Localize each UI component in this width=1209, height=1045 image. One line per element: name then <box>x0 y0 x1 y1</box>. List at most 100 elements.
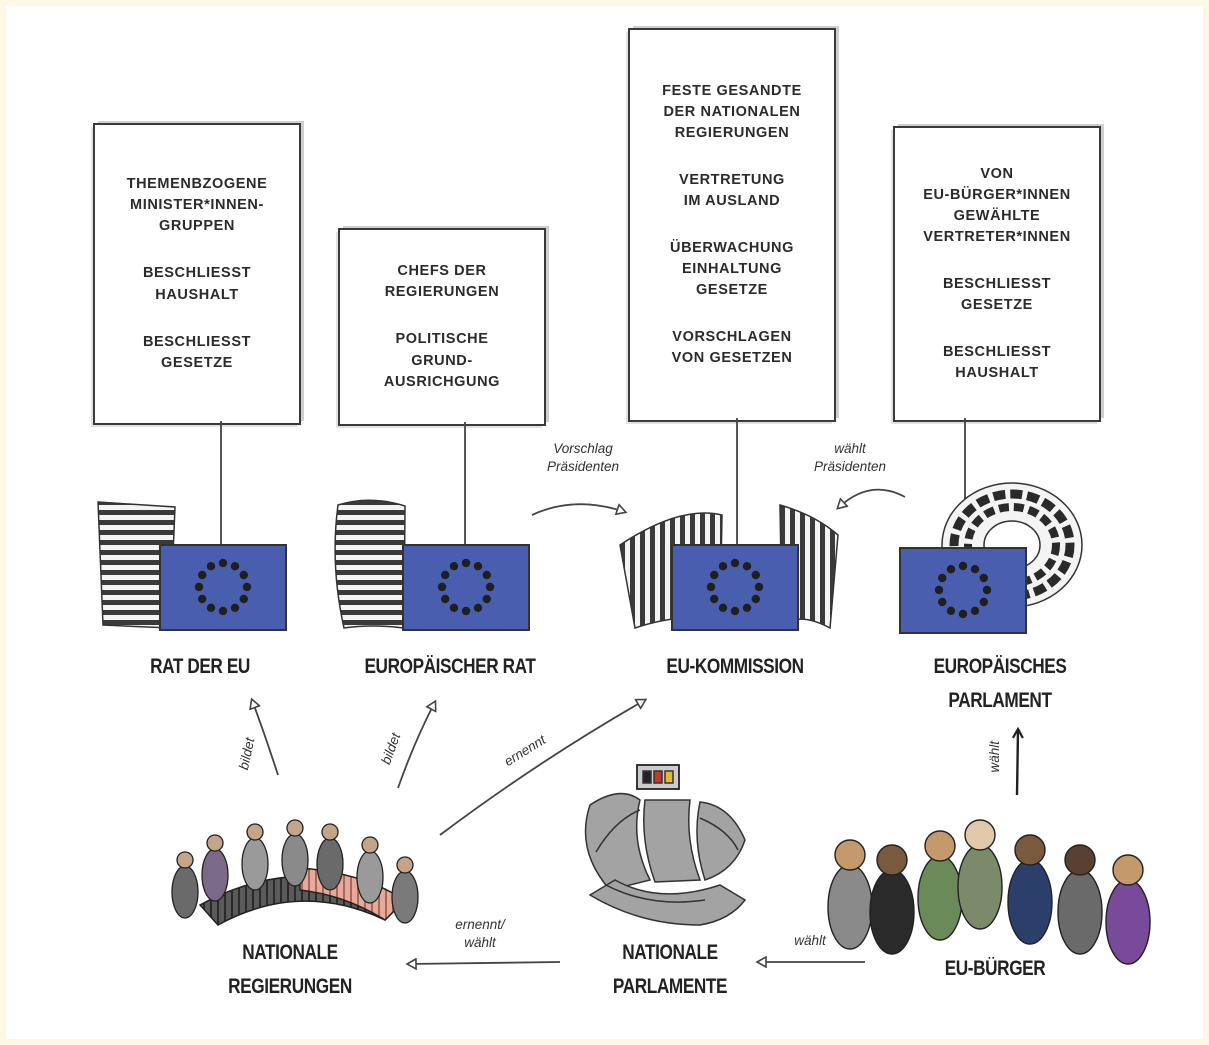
star-icon <box>485 582 495 592</box>
connector-lines <box>220 418 966 545</box>
star-icon <box>239 570 248 580</box>
star-icon <box>710 570 719 580</box>
box-text: POLITISCHE GRUND- AUSRICHGUNG <box>383 331 501 390</box>
box-text: CHEFS DER REGIERUNGEN <box>384 263 500 301</box>
star-icon <box>979 573 988 583</box>
star-icon <box>482 570 491 580</box>
building-europaeischer-rat <box>334 499 406 629</box>
star-icon <box>218 558 228 568</box>
box-text: FESTE GESANDTE DER NATIONALEN REGIERUNGE… <box>662 82 802 141</box>
person-head <box>396 856 414 874</box>
star-icon <box>239 594 248 604</box>
star-icon <box>206 562 216 571</box>
star-icon <box>441 570 450 580</box>
citizen-body <box>1007 859 1053 945</box>
star-icon <box>970 565 980 574</box>
star-icon <box>751 594 760 604</box>
nationale-parlamente-illustration <box>584 764 747 926</box>
star-icon <box>706 582 716 592</box>
person-body <box>201 848 229 902</box>
arrow-vorschlag-praesidenten <box>531 503 625 516</box>
box-text: VERTRETUNG IM AUSLAND <box>679 171 785 209</box>
citizen-head <box>964 819 996 851</box>
star-icon <box>970 606 980 615</box>
star-icon <box>449 562 459 571</box>
note-waehlt-parlament: wählt <box>987 741 1003 773</box>
star-icon <box>742 562 752 571</box>
eu-flag-2-icon <box>402 544 530 631</box>
info-box-europaeisches-parlament: VON EU-BÜRGER*INNEN GEWÄHLTE VERTRETER*I… <box>893 126 1101 422</box>
star-icon <box>230 603 240 612</box>
citizen-body <box>1057 869 1103 955</box>
arrow-waehlt-parlament <box>1017 730 1018 796</box>
star-icon <box>958 609 968 619</box>
star-icon <box>751 570 760 580</box>
person-body <box>171 865 199 919</box>
person-head <box>321 823 339 841</box>
box-text: ÜBERWACHUNG EINHALTUNG GESETZE <box>670 240 794 299</box>
arrow-waehlt-praesidenten <box>838 488 906 508</box>
box-text: VON EU-BÜRGER*INNEN GEWÄHLTE VERTRETER*I… <box>923 165 1071 245</box>
person-body <box>391 870 419 924</box>
star-icon <box>218 606 228 616</box>
note-ernennt-waehlt: ernennt/ wählt <box>455 917 505 950</box>
star-icon <box>194 582 204 592</box>
star-icon <box>946 565 956 574</box>
label-eu-buerger: EU-BÜRGER <box>944 957 1046 980</box>
person-head <box>361 836 379 854</box>
arrow-bildet-1 <box>252 700 279 776</box>
label-eu-kommission: EU-KOMMISSION <box>666 655 804 678</box>
citizen-head <box>876 844 908 876</box>
arrow-ernennt <box>439 700 645 836</box>
star-icon <box>982 585 992 595</box>
citizen-head <box>924 830 956 862</box>
star-icon <box>198 570 207 580</box>
citizen-head <box>834 839 866 871</box>
star-icon <box>718 562 728 571</box>
star-icon <box>441 594 450 604</box>
star-icon <box>473 562 483 571</box>
star-icon <box>718 603 728 612</box>
star-icon <box>938 573 947 583</box>
arrow-ernennt-waehlt <box>408 962 561 964</box>
nationale-regierungen-illustration <box>171 819 419 926</box>
eu-buerger-illustration <box>827 819 1151 965</box>
eu-flag-4-icon <box>899 547 1027 634</box>
star-icon <box>754 582 764 592</box>
citizen-head <box>1064 844 1096 876</box>
person-head <box>206 834 224 852</box>
note-vorschlag-praesidenten: Vorschlag Präsidenten <box>546 441 620 474</box>
star-icon <box>934 585 944 595</box>
star-icon <box>938 597 947 607</box>
citizen-head <box>1112 854 1144 886</box>
star-icon <box>710 594 719 604</box>
citizen-head <box>1014 834 1046 866</box>
person-body <box>281 833 309 887</box>
star-icon <box>198 594 207 604</box>
star-icon <box>449 603 459 612</box>
star-icon <box>230 562 240 571</box>
note-waehlt-buerger: wählt <box>794 933 826 948</box>
citizen-body <box>1105 879 1151 965</box>
eu-flag-1-icon <box>159 544 287 631</box>
star-icon <box>730 558 740 568</box>
star-icon <box>437 582 447 592</box>
person-body <box>356 850 384 904</box>
label-europaeischer-rat: EUROPÄISCHER RAT <box>364 655 536 678</box>
info-box-eu-kommission: FESTE GESANDTE DER NATIONALEN REGIERUNGE… <box>628 28 836 422</box>
label-rat-der-eu: RAT DER EU <box>150 655 250 678</box>
eu-stars <box>194 558 992 619</box>
label-nationale-regierungen: NATIONALE REGIERUNGEN <box>228 941 352 998</box>
note-waehlt-praesidenten: wählt Präsidenten <box>813 441 887 474</box>
box-text: BESCHLIESST GESETZE <box>142 333 252 371</box>
citizen-body <box>869 869 915 955</box>
label-europaeisches-parlament: EUROPÄISCHES PARLAMENT <box>933 655 1067 712</box>
person-head <box>176 851 194 869</box>
box-text: BESCHLIESST HAUSHALT <box>942 344 1052 382</box>
person-body <box>316 837 344 891</box>
arrow-bildet-2 <box>397 702 435 789</box>
box-text: BESCHLIESST GESETZE <box>942 276 1052 314</box>
box-text: BESCHLIESST HAUSHALT <box>142 265 252 303</box>
star-icon <box>242 582 252 592</box>
